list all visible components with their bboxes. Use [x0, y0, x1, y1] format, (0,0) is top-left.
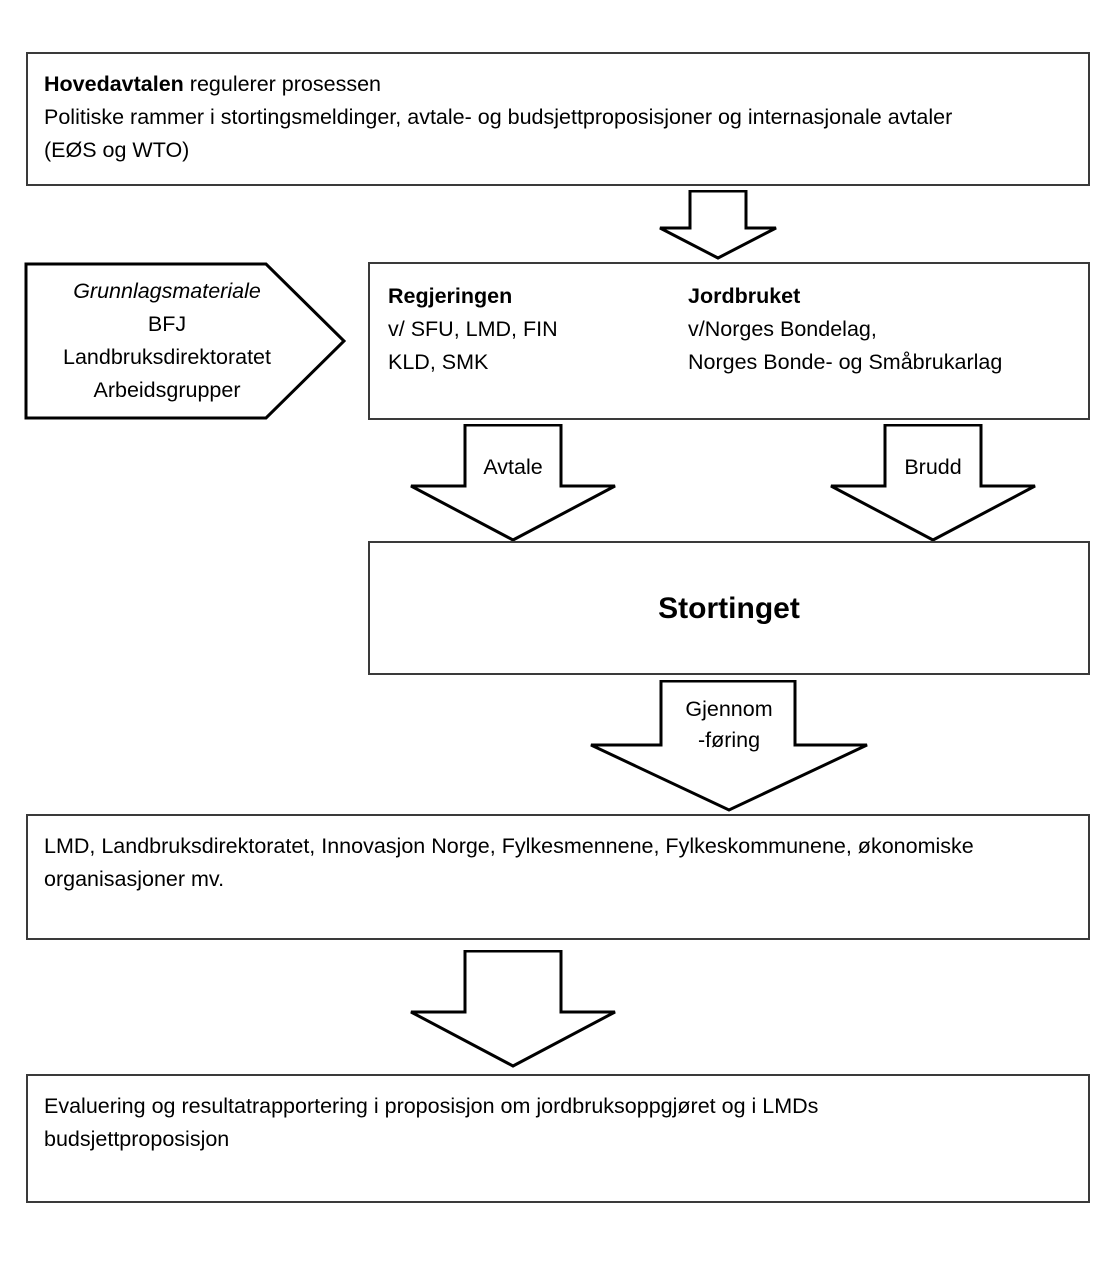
- box-evaluation-text: Evaluering og resultatrapportering i pro…: [28, 1076, 1088, 1156]
- stortinget-title: Stortinget: [658, 591, 800, 625]
- pentagon-arrow-shape: [24, 262, 346, 420]
- box-parties-columns: Regjeringen v/ SFU, LMD, FIN KLD, SMK Jo…: [370, 264, 1088, 379]
- box-evaluation-line-1: Evaluering og resultatrapportering i pro…: [44, 1094, 819, 1118]
- arrow-down-hovedavtalen-to-parties: [658, 190, 778, 260]
- column-jordbruket: Jordbruket v/Norges Bondelag, Norges Bon…: [688, 280, 1088, 379]
- column-regjeringen: Regjeringen v/ SFU, LMD, FIN KLD, SMK: [388, 280, 688, 379]
- arrow-down-gjennomforing: Gjennom -føring: [588, 680, 870, 812]
- pentagon-grunnlagsmateriale-text: Grunnlagsmateriale BFJ Landbruksdirektor…: [24, 262, 310, 420]
- arrow-down-implementers-to-evaluation: [408, 950, 618, 1068]
- arrow-down-icon: [410, 950, 616, 1068]
- pentagon-line-2: Landbruksdirektoratet: [63, 345, 271, 369]
- box-implementers-line-2: organisasjoner mv.: [44, 867, 225, 891]
- arrow-down-icon: [659, 190, 777, 260]
- pentagon-line-3: Arbeidsgrupper: [93, 378, 241, 402]
- box-implementers-line-1: LMD, Landbruksdirektoratet, Innovasjon N…: [44, 834, 974, 858]
- box-hovedavtalen-line-1: Hovedavtalen regulerer prosessen: [44, 68, 1072, 101]
- box-hovedavtalen-text: Hovedavtalen regulerer prosessen Politis…: [28, 54, 1088, 167]
- arrow-down-brudd: Brudd: [828, 424, 1038, 542]
- pentagon-grunnlagsmateriale: Grunnlagsmateriale BFJ Landbruksdirektor…: [24, 262, 346, 420]
- box-parties: Regjeringen v/ SFU, LMD, FIN KLD, SMK Jo…: [368, 262, 1090, 420]
- box-stortinget: Stortinget: [368, 541, 1090, 675]
- regjeringen-line-1: v/ SFU, LMD, FIN: [388, 317, 558, 341]
- arrow-down-icon: [410, 424, 616, 542]
- pentagon-heading: Grunnlagsmateriale: [73, 279, 261, 303]
- arrow-down-icon: [590, 680, 868, 812]
- arrow-down-icon: [830, 424, 1036, 542]
- box-hovedavtalen-bold-term: Hovedavtalen: [44, 72, 184, 96]
- jordbruket-line-2: Norges Bonde- og Småbrukarlag: [688, 350, 1003, 374]
- jordbruket-line-1: v/Norges Bondelag,: [688, 317, 877, 341]
- box-implementers: LMD, Landbruksdirektoratet, Innovasjon N…: [26, 814, 1090, 940]
- box-hovedavtalen-line-3: (EØS og WTO): [44, 138, 190, 162]
- box-hovedavtalen-line-1-rest: regulerer prosessen: [183, 72, 381, 96]
- regjeringen-line-2: KLD, SMK: [388, 350, 489, 374]
- regjeringen-heading: Regjeringen: [388, 284, 513, 308]
- box-hovedavtalen: Hovedavtalen regulerer prosessen Politis…: [26, 52, 1090, 186]
- arrow-down-avtale: Avtale: [408, 424, 618, 542]
- box-implementers-text: LMD, Landbruksdirektoratet, Innovasjon N…: [28, 816, 1088, 896]
- jordbruket-heading: Jordbruket: [688, 284, 801, 308]
- box-hovedavtalen-line-2: Politiske rammer i stortingsmeldinger, a…: [44, 105, 953, 129]
- pentagon-line-1: BFJ: [147, 312, 187, 336]
- box-evaluation: Evaluering og resultatrapportering i pro…: [26, 1074, 1090, 1203]
- box-evaluation-line-2: budsjettproposisjon: [44, 1127, 230, 1151]
